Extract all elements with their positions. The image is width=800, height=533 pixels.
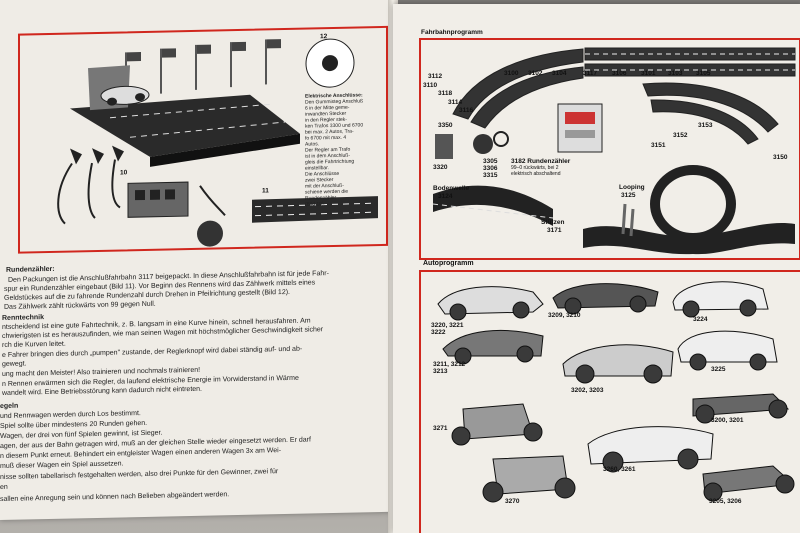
track-label: 3116	[459, 107, 474, 114]
track-label: 3105	[696, 70, 711, 77]
track-label: 99–0 rückwärts, bei 2	[511, 165, 559, 171]
regeln-line: sallen eine Anregung sein und können nac…	[0, 491, 230, 503]
side-note-line: (Bild 10).	[305, 201, 326, 208]
track-label: 3152	[673, 132, 688, 139]
track-label: 3101	[641, 70, 656, 77]
regeln-line: muß dieser Wagen ein Spiel aussetzen.	[0, 460, 124, 470]
track-program-illustration	[432, 47, 796, 255]
bild-number-11: 11	[262, 187, 269, 195]
track-label: 3182 Rundenzähler	[511, 158, 571, 165]
track-label: 3124	[438, 193, 453, 200]
left-page: 12 10 11 Elektrische Anschlüsse: Den Gum…	[0, 0, 392, 521]
starting-line-illustration	[57, 38, 378, 247]
track-label: Looping	[619, 184, 645, 191]
track-label: 3104	[552, 70, 567, 77]
track-label: 3100	[504, 70, 519, 77]
car-label: 3213	[433, 368, 448, 375]
track-label: 3306	[483, 165, 498, 172]
car-label: 3200, 3201	[711, 417, 744, 424]
car-label: 3211, 3212	[433, 361, 466, 368]
car-label: 3222	[431, 329, 446, 336]
track-label: 3103	[668, 70, 683, 77]
renntechnik-line: gewegt.	[2, 360, 27, 368]
track-label: 3150	[773, 154, 788, 161]
car-label: 3225	[711, 366, 726, 373]
track-label: 3102	[528, 70, 543, 77]
track-label: 3118	[438, 90, 453, 97]
car-label: 3209, 3210	[548, 312, 581, 319]
track-label: 3305	[483, 158, 498, 165]
regeln-heading: egeln	[0, 402, 19, 410]
auto-title: Autoprogramm	[423, 260, 474, 267]
track-label: elektrisch abschaltend	[511, 171, 561, 177]
rundenzahler-heading: Rundenzähler:	[6, 265, 55, 274]
regeln-line: en	[0, 483, 8, 491]
car-label: 3205, 3206	[709, 498, 742, 505]
track-label: 3117	[583, 70, 598, 77]
rundenzahler-line: Das Zählwerk zählt rückwärts von 99 gege…	[4, 300, 156, 311]
track-label: 3315	[483, 172, 498, 179]
car-label: 3224	[693, 316, 708, 323]
car-label: 3270	[505, 498, 520, 505]
car-label: 3260, 3261	[603, 466, 636, 473]
bild-number-10: 10	[120, 169, 128, 177]
track-label: Bodenwelle	[433, 185, 470, 192]
track-label: 3112	[428, 73, 443, 80]
track-label: 3171	[547, 227, 562, 234]
track-label: 3125	[621, 192, 636, 199]
car-label: 3220, 3221	[431, 322, 464, 329]
car-program-illustration	[437, 281, 795, 503]
track-label: 3106	[612, 70, 627, 77]
track-label: 3153	[698, 122, 713, 129]
track-label: 3151	[651, 142, 666, 149]
auto-frame	[419, 270, 800, 533]
car-label: 3202, 3203	[571, 387, 604, 394]
track-label: 3110	[423, 82, 438, 89]
bild-number-12: 12	[320, 33, 328, 41]
right-page: Fahrbahnprogramm 3100 3102 3104 3117	[393, 4, 800, 533]
track-label: 3114	[448, 99, 463, 106]
track-label: 3320	[433, 164, 448, 171]
fahrbahn-title: Fahrbahnprogramm	[421, 29, 483, 36]
side-note-block: Elektrische Anschlüsse: Den Gummisteg An…	[305, 92, 363, 207]
track-label: 3350	[438, 122, 453, 129]
track-label: Stützen	[541, 219, 565, 226]
renntechnik-line: rch die Kurven leitet.	[2, 340, 66, 349]
car-label: 3271	[433, 425, 448, 432]
